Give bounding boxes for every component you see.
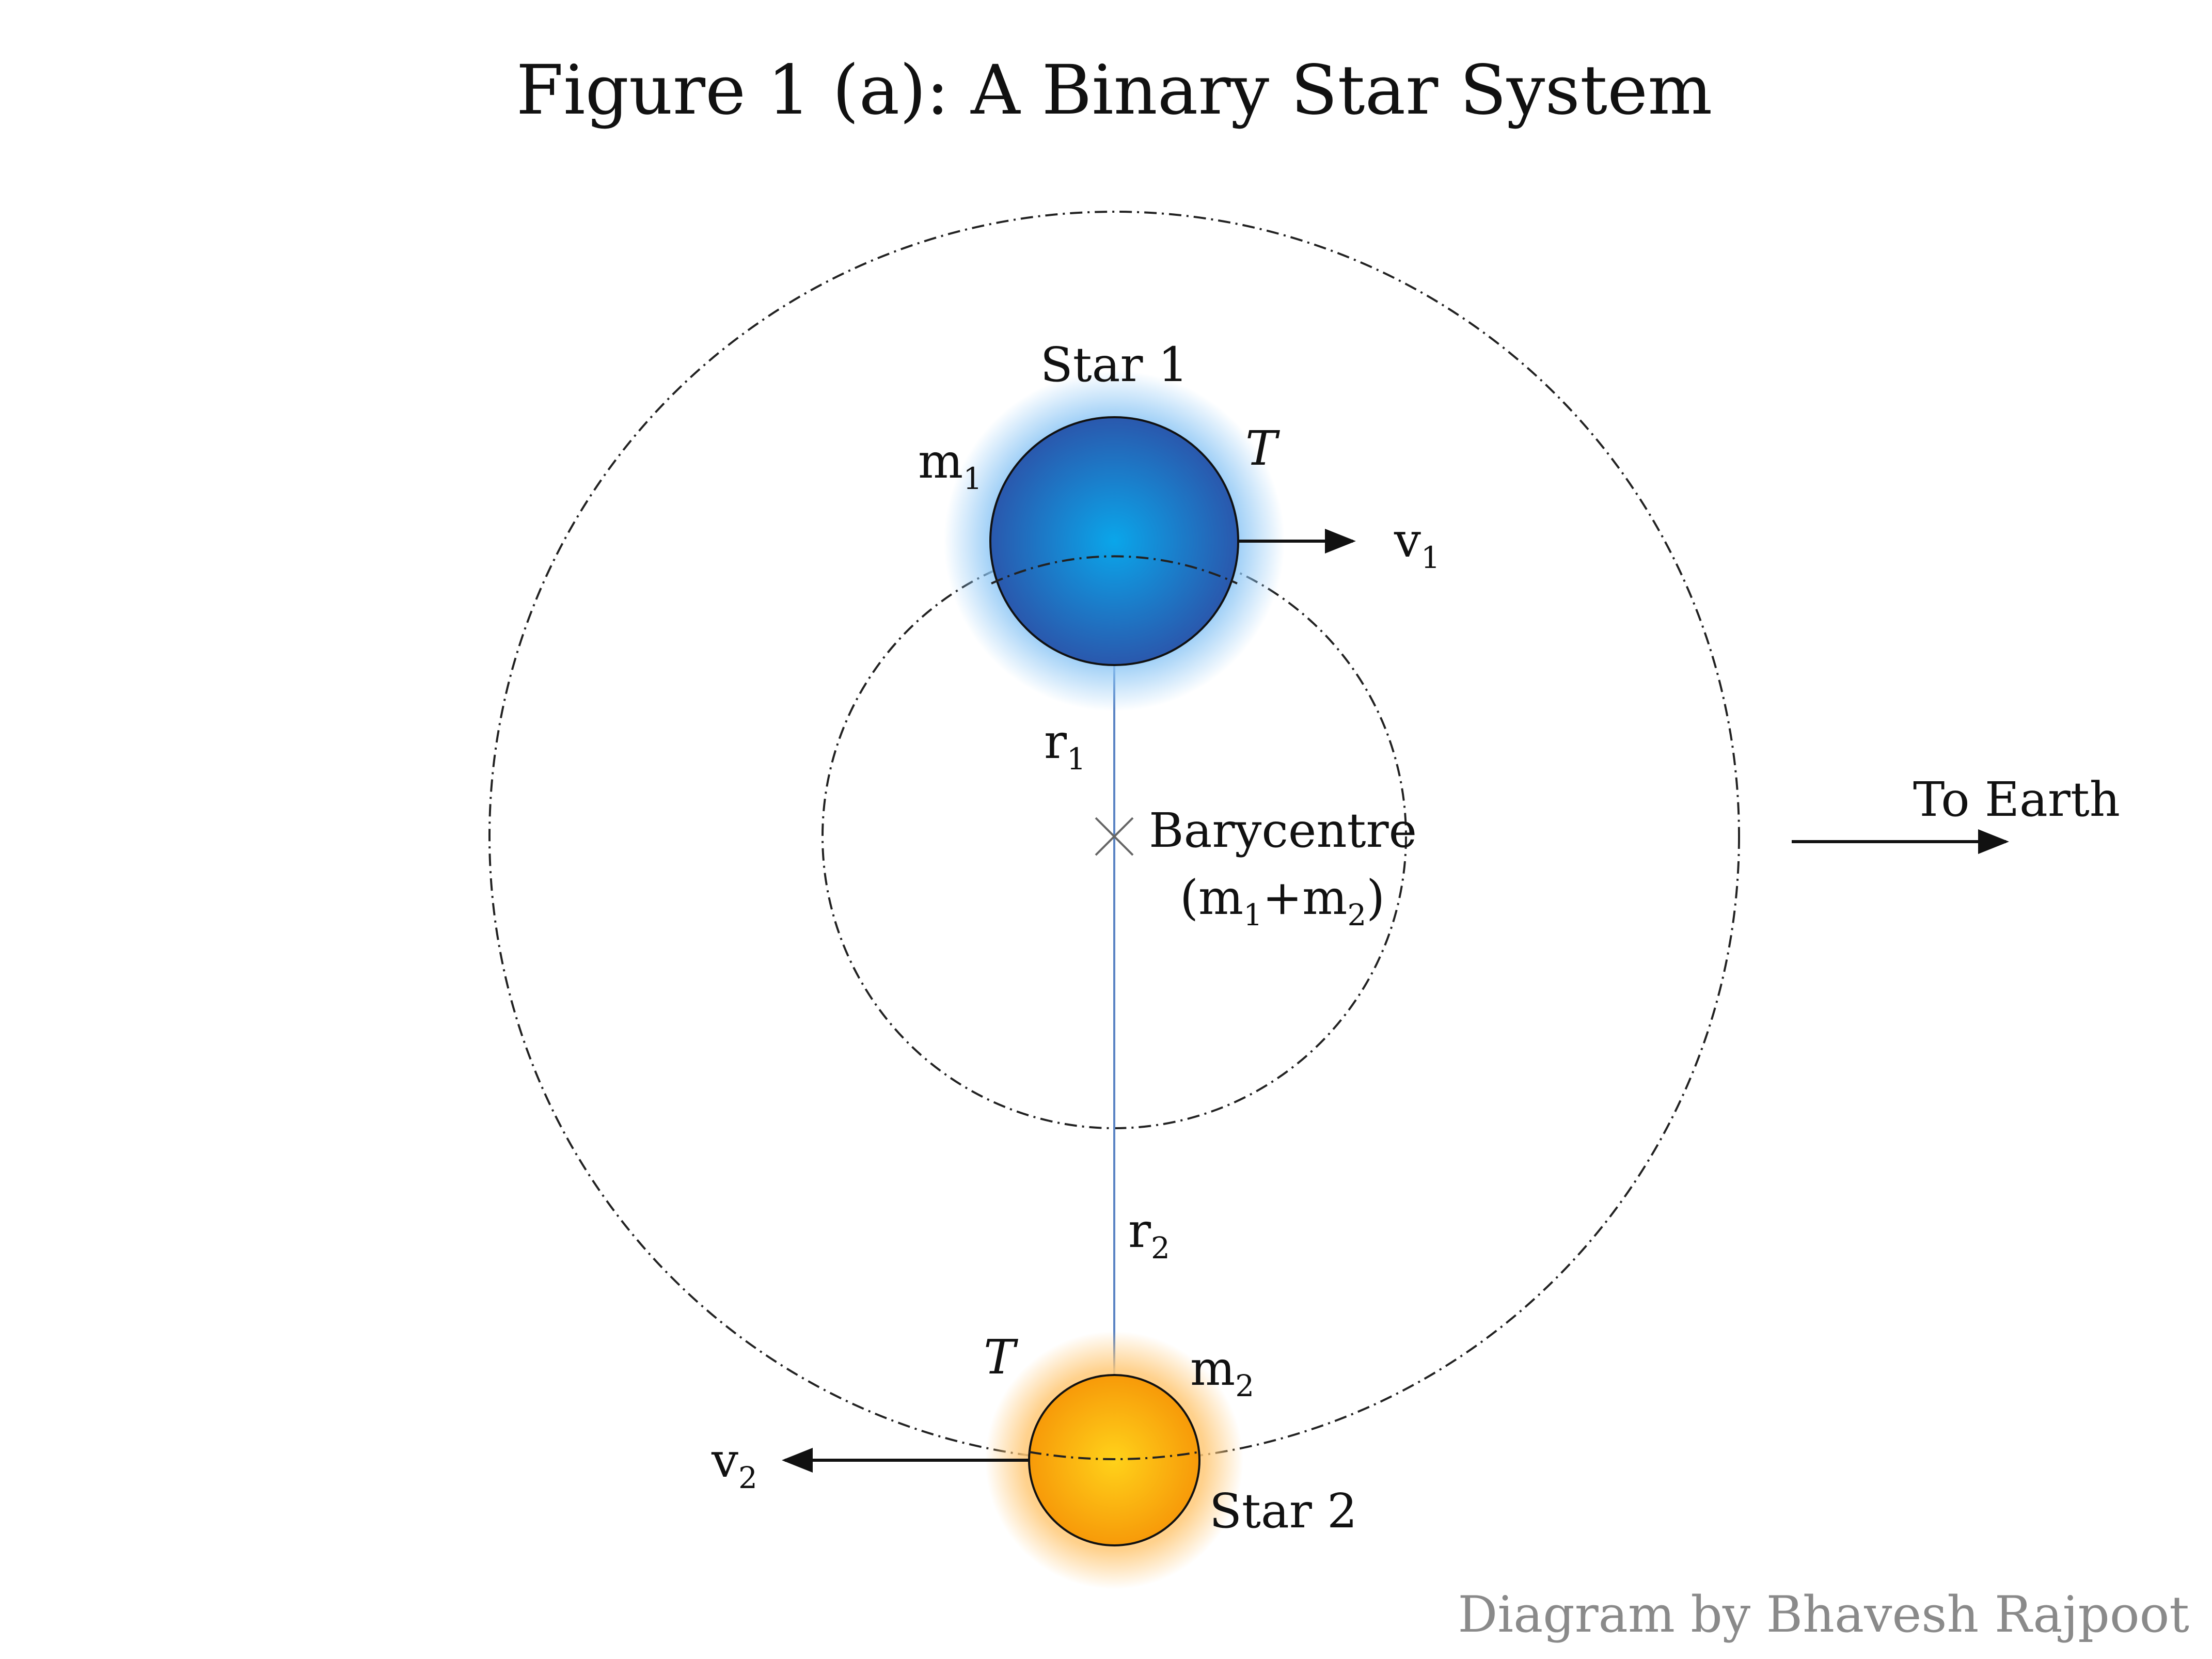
star-1-velocity: v1 [1394, 513, 1440, 575]
star-2-body [1028, 1374, 1200, 1546]
star-2-velocity: v2 [711, 1433, 757, 1495]
star-2 [985, 1331, 1243, 1589]
barycentre-mass-label: (m1+m2) [1180, 870, 1385, 933]
star-2-period: T [984, 1330, 1018, 1385]
star-2-mass: m2 [1190, 1341, 1254, 1403]
barycentre-label: Barycentre [1149, 803, 1417, 858]
inner-orbit-front-arc [991, 555, 1238, 584]
star-1-body [989, 416, 1239, 666]
radius-1-label: r1 [1044, 714, 1086, 777]
star-1-period: T [1245, 421, 1280, 476]
figure-title: Figure 1 (a): A Binary Star System [516, 51, 1713, 130]
to-earth-label: To Earth [1913, 772, 2120, 827]
star-2-name: Star 2 [1209, 1483, 1357, 1539]
radius-2-label: r2 [1128, 1203, 1170, 1266]
outer-orbit-front-arc [1029, 1451, 1200, 1460]
barycentre-icon [1095, 817, 1134, 856]
star-1-name: Star 1 [1040, 337, 1189, 392]
outer-orbit [488, 211, 1740, 1462]
star-1-mass: m1 [918, 434, 982, 496]
diagram-credit: Diagram by Bhavesh Rajpoot [1458, 1586, 2189, 1644]
star-1 [944, 371, 1285, 712]
